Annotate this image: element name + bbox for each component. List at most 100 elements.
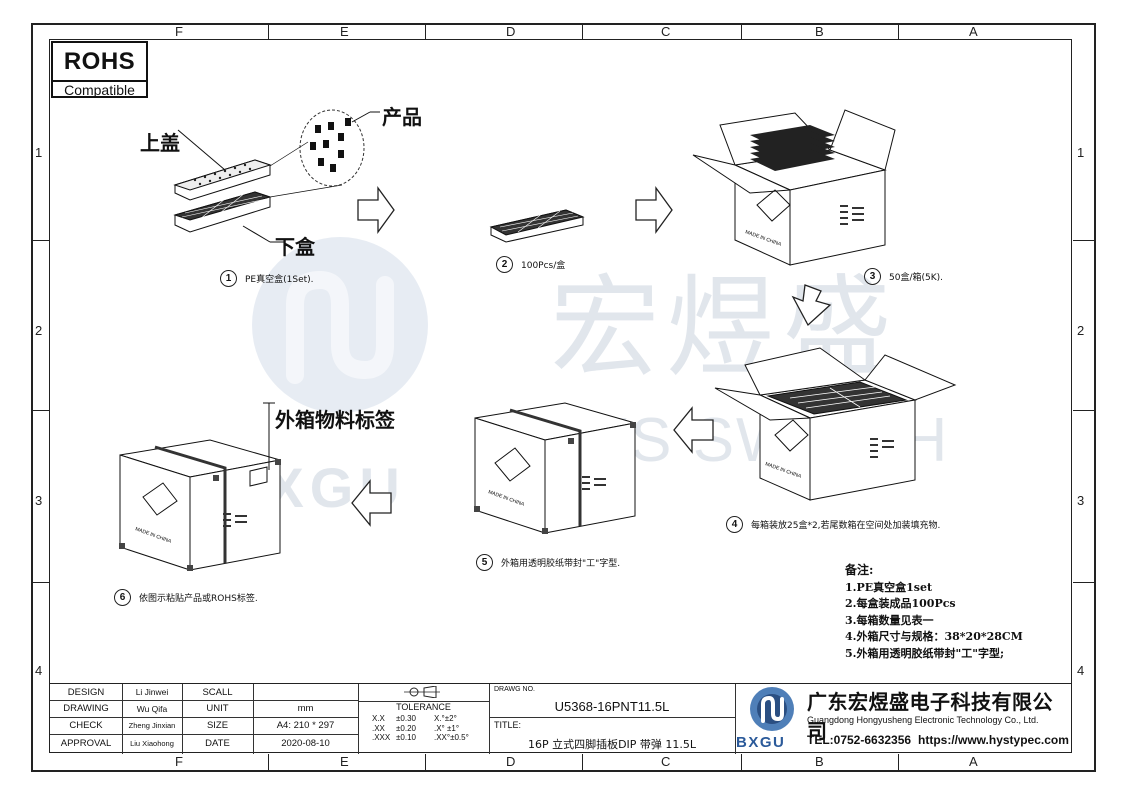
tol-linear: ±0.20	[396, 723, 416, 733]
zone-tick	[1073, 582, 1094, 583]
zone-col-bottom: F	[175, 754, 183, 769]
step-number: 4	[726, 516, 743, 533]
zone-col-top: D	[506, 24, 516, 39]
zone-col-top: C	[661, 24, 671, 39]
zone-col-bottom: E	[340, 754, 349, 769]
notes-item: 2.每盒装成品100Pcs	[845, 597, 956, 611]
label-leader-line	[263, 402, 275, 470]
tol-angular: .XX°±0.5°	[434, 733, 469, 742]
step-number: 3	[864, 268, 881, 285]
zone-row-right: 1	[1077, 145, 1085, 160]
company-website-link[interactable]: https://www.hystypec.com	[918, 733, 1069, 747]
tb-name-approval: Liu Xiaohong	[130, 739, 174, 748]
zone-col-bottom: B	[815, 754, 824, 769]
zone-tick	[582, 754, 583, 770]
drawing-title: 16P 立式四脚插板DIP 带弹 11.5L	[527, 738, 697, 751]
rohs-title: ROHS	[63, 48, 136, 75]
tolerance-title: TOLERANCE	[396, 702, 451, 712]
zone-col-bottom: A	[969, 754, 978, 769]
tol-grade: .XXX	[372, 733, 391, 742]
zone-tick	[268, 754, 269, 770]
step-number: 5	[476, 554, 493, 571]
single-tray-illustration	[489, 209, 585, 243]
notes-item: 3.每箱数量见表一	[845, 613, 934, 627]
sealed-carton-labeled: MADE IN CHINA	[119, 439, 281, 571]
zone-tick	[741, 25, 742, 39]
tb-field-unit-label: UNIT	[206, 703, 229, 714]
flow-arrow-left	[673, 406, 714, 454]
step-number: 2	[496, 256, 513, 273]
title-block: DESIGN DRAWING CHECK APPROVAL Li Jinwei …	[50, 683, 1072, 754]
zone-row-left: 4	[35, 663, 43, 678]
step-4: 4 每箱装放25盒*2,若尾数箱在空间处加装填充物.	[726, 516, 940, 533]
zone-tick	[268, 25, 269, 39]
tb-name-design: Li Jinwei	[135, 687, 169, 697]
tol-angular: .X° ±1°	[434, 723, 460, 733]
tb-label-drawing: DRAWING	[63, 703, 109, 714]
notes-block: 备注: 1.PE真空盒1set 2.每盒装成品100Pcs 3.每箱数量见表一 …	[845, 562, 1023, 663]
zone-col-top: A	[969, 24, 978, 39]
tol-linear: ±0.10	[396, 733, 416, 742]
tb-field-scale-value	[253, 684, 358, 700]
zone-row-right: 2	[1077, 323, 1085, 338]
company-logo-text: BXGU	[736, 734, 786, 751]
step-5: 5 外箱用透明胶纸带封"工"字型.	[476, 554, 620, 571]
tb-label-approval: APPROVAL	[60, 738, 112, 749]
zone-tick	[741, 754, 742, 770]
zone-row-left: 2	[35, 323, 43, 338]
tol-grade: .XX	[372, 723, 385, 733]
step-3: 3 50盒/箱(5K).	[864, 268, 943, 285]
tb-field-size-value: A4: 210 * 297	[276, 720, 335, 731]
step-text: PE真空盒(1Set).	[245, 275, 314, 285]
zone-tick	[425, 754, 426, 770]
zone-tick	[898, 25, 899, 39]
open-carton-full: MADE IN CHINA	[692, 109, 896, 266]
outer-label-patch	[249, 466, 268, 487]
tb-field-date-value: 2020-08-10	[281, 738, 330, 749]
zone-col-top: B	[815, 24, 824, 39]
tb-field-unit-value: mm	[297, 703, 314, 714]
zone-tick	[1073, 240, 1094, 241]
rohs-subtitle: Compatible	[53, 80, 146, 98]
label-lid: 上盖	[140, 131, 180, 155]
drawing-border-outer	[31, 23, 1096, 772]
flow-arrow-down	[791, 284, 832, 327]
zone-tick	[582, 25, 583, 39]
step-text: 每箱装放25盒*2,若尾数箱在空间处加装填充物.	[751, 521, 941, 531]
tb-label-check: CHECK	[69, 720, 103, 731]
step-text: 外箱用透明胶纸带封"工"字型.	[501, 559, 621, 569]
zone-tick	[33, 410, 49, 411]
zone-tick	[1073, 410, 1094, 411]
label-bottom-box: 下盒	[275, 235, 315, 259]
company-name-cn: 广东宏煜盛电子科技有限公司	[807, 690, 1053, 743]
watermark-logo	[252, 237, 428, 413]
zone-row-right: 3	[1077, 493, 1085, 508]
tol-angular: X.°±2°	[434, 714, 457, 723]
step-text: 50盒/箱(5K).	[889, 273, 943, 283]
tb-name-drawing: Wu Qifa	[136, 703, 168, 714]
notes-item: 5.外箱用透明胶纸带封"工"字型;	[845, 646, 1005, 660]
label-outer-material: 外箱物料标签	[275, 408, 395, 432]
open-carton-layers: MADE IN CHINA	[714, 347, 957, 501]
tb-field-date-label: DATE	[205, 738, 230, 749]
label-product: 产品	[382, 105, 422, 129]
step-6: 6 依图示粘贴产品或ROHS标签.	[114, 589, 258, 606]
tb-field-scale-label: SCALL	[202, 686, 233, 698]
zone-col-top: E	[340, 24, 349, 39]
zone-row-left: 1	[35, 145, 43, 160]
sealed-carton: MADE IN CHINA	[474, 402, 636, 534]
company-tel: TEL:0752-6632356	[807, 733, 912, 747]
step-number: 1	[220, 270, 237, 287]
step-text: 100Pcs/盒	[521, 261, 566, 271]
zone-col-top: F	[175, 24, 183, 39]
company-name-en: Guangdong Hongyusheng Electronic Technol…	[807, 715, 1039, 725]
rohs-stamp: ROHS Compatible	[51, 41, 148, 98]
notes-item: 1.PE真空盒1set	[845, 580, 933, 594]
zone-row-left: 3	[35, 493, 43, 508]
tb-name-check: Zheng Jinxian	[128, 721, 176, 730]
step-1: 1 PE真空盒(1Set).	[220, 270, 314, 287]
zone-tick	[33, 582, 49, 583]
zone-tick	[425, 25, 426, 39]
company-logo-icon	[750, 687, 794, 731]
